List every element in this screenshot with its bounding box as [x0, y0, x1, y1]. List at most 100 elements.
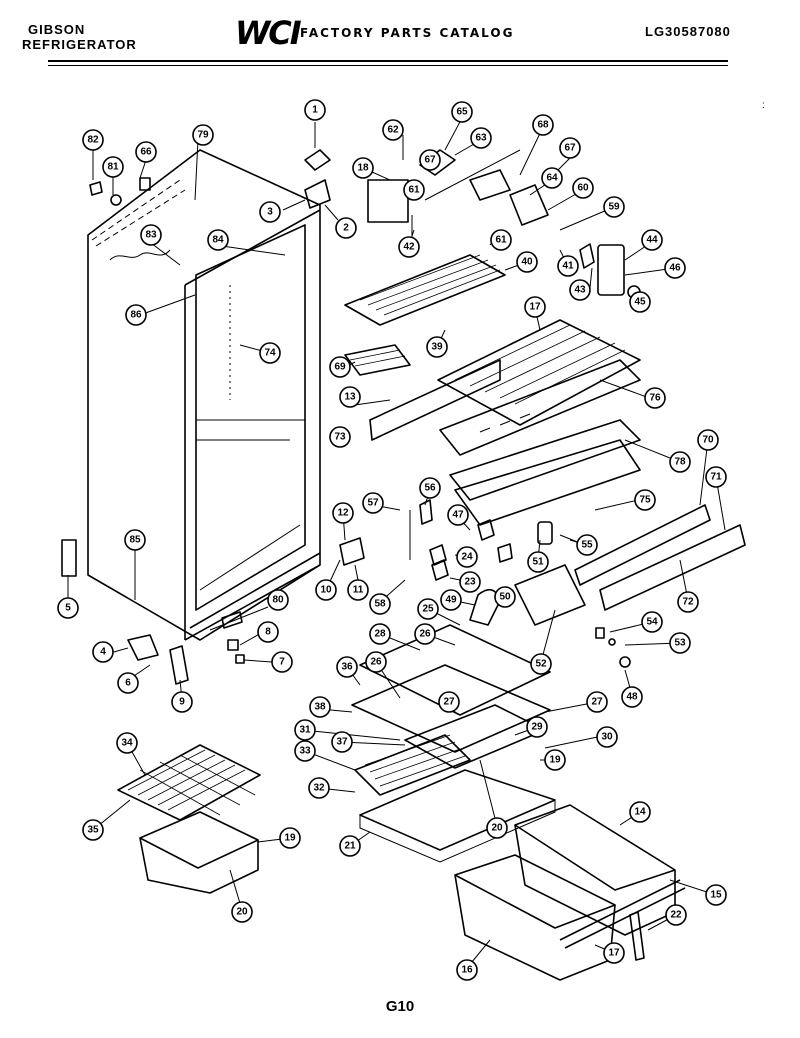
- callout-17a: 17: [524, 296, 546, 318]
- callout-label: 27: [443, 697, 455, 708]
- callout-circle: [544, 749, 566, 771]
- freezer-floor-panels: [369, 319, 641, 526]
- callout-circle: [309, 696, 331, 718]
- callout-circle: [557, 255, 579, 277]
- callout-66: 66: [135, 141, 157, 163]
- callout-label: 62: [387, 125, 399, 136]
- callout-circle: [440, 589, 462, 611]
- callout-label: 81: [107, 162, 119, 173]
- callout-label: 42: [403, 242, 415, 253]
- callout-circle: [116, 732, 138, 754]
- callout-circle: [586, 691, 608, 713]
- callout-53: 53: [669, 632, 691, 654]
- callout-circle: [664, 257, 686, 279]
- callout-label: 33: [299, 746, 311, 757]
- callout-circle: [419, 149, 441, 171]
- callout-circle: [576, 534, 598, 556]
- callout-82: 82: [82, 129, 104, 151]
- callout-label: 10: [320, 585, 332, 596]
- callout-circle: [335, 217, 357, 239]
- callout-circle: [603, 942, 625, 964]
- callout-label: 46: [669, 263, 681, 274]
- callout-label: 82: [87, 135, 99, 146]
- callout-label: 21: [344, 841, 356, 852]
- callout-36: 36: [336, 656, 358, 678]
- cabinet-shell: [87, 149, 321, 641]
- callout-circle: [677, 591, 699, 613]
- callout-circle: [697, 429, 719, 451]
- callout-circle: [596, 726, 618, 748]
- callout-label: 40: [521, 257, 533, 268]
- callout-label: 73: [334, 432, 346, 443]
- callout-circle: [271, 651, 293, 673]
- callout-72: 72: [677, 591, 699, 613]
- callout-label: 59: [608, 202, 620, 213]
- callout-circle: [279, 827, 301, 849]
- callout-circle: [665, 904, 687, 926]
- callout-33: 33: [294, 740, 316, 762]
- callout-label: 86: [130, 310, 142, 321]
- callout-label: 80: [272, 595, 284, 606]
- callout-circle: [629, 291, 651, 313]
- callout-label: 51: [532, 557, 544, 568]
- callout-label: 37: [336, 737, 348, 748]
- callout-circle: [140, 224, 162, 246]
- callout-circle: [369, 623, 391, 645]
- callout-27a: 27: [438, 691, 460, 713]
- callout-circle: [629, 801, 651, 823]
- callout-circle: [669, 632, 691, 654]
- callout-50: 50: [494, 586, 516, 608]
- callout-26a: 26: [414, 623, 436, 645]
- callout-label: 47: [452, 510, 464, 521]
- callout-label: 32: [313, 783, 325, 794]
- callout-label: 45: [634, 297, 646, 308]
- callout-circle: [267, 589, 289, 611]
- callout-58: 58: [369, 593, 391, 615]
- callout-circle: [470, 127, 492, 149]
- callout-circle: [82, 819, 104, 841]
- callout-circle: [541, 167, 563, 189]
- callout-circle: [559, 137, 581, 159]
- callout-circle: [304, 99, 326, 121]
- callout-circle: [117, 672, 139, 694]
- callout-label: 60: [577, 183, 589, 194]
- callout-29: 29: [526, 716, 548, 738]
- callout-circle: [294, 719, 316, 741]
- callout-18: 18: [352, 157, 374, 179]
- callout-label: 36: [341, 662, 353, 673]
- callout-7: 7: [271, 651, 293, 673]
- callout-circle: [339, 386, 361, 408]
- callout-74: 74: [259, 342, 281, 364]
- callout-circle: [447, 504, 469, 526]
- callout-label: 17: [529, 302, 541, 313]
- callout-57: 57: [362, 492, 384, 514]
- brand-line-refrigerator: REFRIGERATOR: [22, 37, 137, 52]
- callout-label: 72: [682, 597, 694, 608]
- callout-label: 20: [236, 907, 248, 918]
- callout-16: 16: [456, 959, 478, 981]
- callout-9: 9: [171, 691, 193, 713]
- callout-circle: [641, 611, 663, 633]
- callout-circle: [403, 179, 425, 201]
- callout-circle: [530, 653, 552, 675]
- callout-label: 48: [626, 692, 638, 703]
- callout-label: 75: [639, 495, 651, 506]
- callout-67a: 67: [559, 137, 581, 159]
- callout-circle: [451, 101, 473, 123]
- callout-20b: 20: [231, 901, 253, 923]
- callout-label: 8: [265, 627, 271, 638]
- callout-45: 45: [629, 291, 651, 313]
- callout-label: 68: [537, 120, 549, 131]
- callout-label: 25: [422, 604, 434, 615]
- callout-37: 37: [331, 731, 353, 753]
- callout-67b: 67: [419, 149, 441, 171]
- callout-42: 42: [398, 236, 420, 258]
- callout-label: 6: [125, 678, 131, 689]
- callout-circle: [456, 959, 478, 981]
- callout-19a: 19: [544, 749, 566, 771]
- callout-circle: [644, 387, 666, 409]
- callout-label: 57: [367, 498, 379, 509]
- callout-31: 31: [294, 719, 316, 741]
- callout-3: 3: [259, 201, 281, 223]
- drawer-rails: [574, 504, 746, 611]
